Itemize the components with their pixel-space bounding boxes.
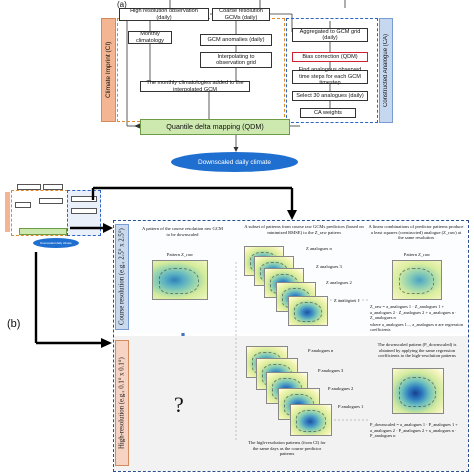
z-label-3: Z analogues 3	[316, 264, 342, 269]
equation-1-note: where a_analogues 1..., a_analogues n ar…	[370, 322, 463, 333]
z-label-1: Z analogues 1	[334, 298, 360, 303]
output-label: Downscaled daily climate	[198, 158, 271, 166]
ca-label-bar: Constructed Analogue (CA)	[379, 18, 393, 123]
p-label-n: P analogues n	[308, 348, 334, 353]
high-label-bar: High-resolution (e.g., 0.1° x 0.1°)	[115, 340, 129, 466]
ca-region	[286, 18, 378, 123]
thumb-box-2	[43, 184, 63, 190]
equation-1: Z_raw = a_analogues 1 · Z_analogues 1 + …	[370, 304, 457, 320]
coarse-gcm-box: Coarse resolution GCMs (daily)	[212, 8, 270, 21]
find-analog-box: Find analogous observed time steps for e…	[292, 67, 368, 86]
col3-text: A linear combinations of predictor patte…	[368, 224, 464, 240]
panel-b-label: (b)	[7, 318, 21, 330]
gcm-anom-box: GCM anomalies (daily)	[200, 34, 272, 46]
panel-b-frame	[113, 220, 469, 472]
p-label-1: P analogues 1	[338, 404, 364, 409]
monthly-added-box: The monthly climatologies added to the i…	[140, 80, 250, 93]
p-map-5	[290, 404, 332, 436]
bias-corr-box: Bias correction (QDM)	[292, 52, 368, 62]
z-label-n: Z analogues n	[306, 246, 332, 251]
z-label-2: Z analogues 2	[326, 280, 352, 285]
high-text-right: The downscaled pattern (P_downscaled) is…	[377, 342, 457, 358]
thumb-qdm	[19, 228, 67, 235]
raw-gcm-map	[152, 260, 208, 300]
col1-text: A pattern of the course resolution raw G…	[141, 226, 223, 237]
coarse-label-bar: Course resolution (e.g., 2.5° x 2.5°)	[115, 224, 129, 330]
thumb-box-6	[71, 208, 97, 214]
thumbnail-diagram: Downscaled daily climate	[5, 180, 105, 250]
panel-a-label: (a)	[117, 0, 127, 9]
monthly-clim-box: Monthly climatology	[128, 31, 172, 44]
z-map-5	[288, 296, 328, 326]
downscaled-map	[392, 368, 444, 414]
p-label-3: P analogues 3	[318, 368, 344, 373]
output-ellipse: Downscaled daily climate	[171, 152, 298, 172]
thumb-box-3	[15, 202, 31, 208]
unknown-pattern-mark: ?	[174, 392, 184, 417]
thumb-output: Downscaled daily climate	[33, 238, 79, 248]
select30-box: Select 30 analogues (daily)	[292, 91, 368, 101]
thumb-box-1	[17, 184, 41, 190]
thumb-box-4	[39, 198, 63, 204]
ci-label-bar: Climate Imprint (CI)	[101, 18, 116, 122]
col1-pattern-label: Pattern Z_raw	[166, 252, 194, 257]
panel-a: (a)	[0, 0, 474, 175]
qdm-box: Quantile delta mapping (QDM)	[140, 119, 290, 135]
equation-2: P_downscaled = a_analogues 1 · P_analogu…	[370, 422, 458, 438]
thumb-output-label: Downscaled daily climate	[40, 241, 72, 245]
col2-text: A subset of patterns from course raw GCM…	[244, 224, 364, 235]
p-label-2: P analogues 2	[328, 386, 354, 391]
constructed-analog-map	[392, 260, 442, 300]
agg-gcm-box: Aggregated to GCM grid (daily)	[292, 28, 368, 42]
high-res-obs-box: High resolution observation (daily)	[119, 8, 209, 21]
ca-weights-box: CA weights	[300, 108, 356, 118]
thumb-box-5	[71, 196, 97, 202]
thumb-ci-bar	[5, 192, 10, 232]
high-text-left: The high-resolution patterns (from CI) f…	[248, 440, 326, 456]
col3-pattern-label: Pattern Z_raw	[403, 252, 431, 257]
interp-grid-box: Interpolating to observation grid	[200, 52, 272, 68]
